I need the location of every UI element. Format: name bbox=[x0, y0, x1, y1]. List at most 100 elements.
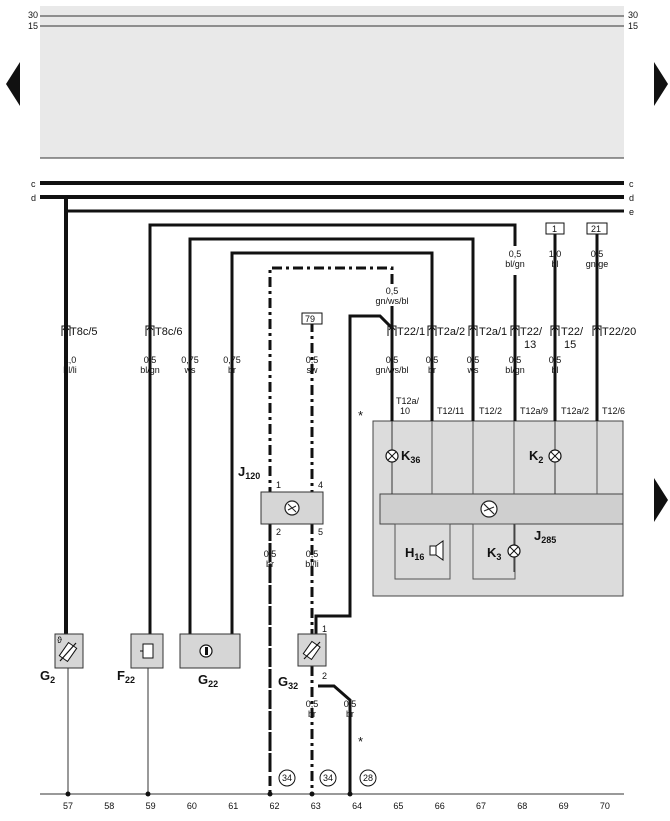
wire-62-size: 0,5 bbox=[264, 549, 277, 559]
ref-box-1[interactable] bbox=[545, 222, 565, 235]
conn-glyph-68 bbox=[510, 325, 520, 336]
track-number: 69 bbox=[559, 801, 569, 811]
conn-t12-2: T12/2 bbox=[479, 406, 502, 416]
ground-ref-28[interactable] bbox=[359, 769, 377, 787]
wire-63-size: 0,5 bbox=[306, 549, 319, 559]
wire-65-top-color: gn/ws/bl bbox=[375, 296, 408, 306]
wire-68-top-color: bl/gn bbox=[505, 259, 525, 269]
wire-57-color: bl/li bbox=[63, 365, 77, 375]
ground-dot-64 bbox=[347, 791, 353, 797]
track-number: 62 bbox=[269, 801, 279, 811]
wire-63-bottom-color: br bbox=[308, 709, 316, 719]
track-number: 57 bbox=[63, 801, 73, 811]
wire-61-color: br bbox=[228, 365, 236, 375]
wire-65-color: gn/ws/bl bbox=[375, 365, 408, 375]
rail-15-label-left: 15 bbox=[28, 21, 38, 31]
rail-15-label-right: 15 bbox=[628, 21, 638, 31]
next-page-arrow[interactable] bbox=[654, 62, 668, 106]
k2-label: K2 bbox=[529, 448, 543, 465]
ground-dot-63 bbox=[309, 791, 315, 797]
wire-61 bbox=[230, 251, 434, 634]
ground-ref-34-b-label: 34 bbox=[323, 773, 333, 783]
rail-d-label-left: d bbox=[31, 193, 36, 203]
h16-horn bbox=[435, 540, 444, 561]
previous-page-arrow[interactable] bbox=[6, 62, 20, 106]
track-number: 60 bbox=[187, 801, 197, 811]
next-page-arrow-lower[interactable] bbox=[654, 478, 668, 522]
ground-ref-34-b[interactable] bbox=[319, 769, 337, 787]
wire-69-top-size: 1,0 bbox=[549, 249, 562, 259]
conn-t2a2: T2a/2 bbox=[437, 326, 465, 338]
j120-pin-5: 5 bbox=[318, 527, 323, 537]
conn-t12-6: T12/6 bbox=[602, 406, 625, 416]
ref-box-79[interactable] bbox=[301, 312, 323, 325]
conn-t22-1: T22/1 bbox=[397, 326, 425, 338]
track-number: 65 bbox=[393, 801, 403, 811]
wire-69-top-color: bl bbox=[551, 259, 558, 269]
g2-temp-icon: ϑ bbox=[57, 635, 62, 645]
wire-63-bottom-size: 0,5 bbox=[306, 699, 319, 709]
conn-t12-11: T12/11 bbox=[437, 406, 464, 416]
ref-box-79-label: 79 bbox=[305, 314, 315, 324]
ground-ref-34-a[interactable] bbox=[278, 769, 296, 787]
wire-67-size: 0,5 bbox=[467, 355, 480, 365]
j120-mark bbox=[287, 505, 297, 511]
wire-70-top-color: gn/ge bbox=[586, 259, 609, 269]
conn-t22-20: T22/20 bbox=[602, 326, 636, 338]
wire-66-color: br bbox=[428, 365, 436, 375]
ground-ref-34-a-label: 34 bbox=[282, 773, 292, 783]
conn-t8c5: T8c/5 bbox=[70, 326, 98, 338]
ground-ref-28-label: 28 bbox=[363, 773, 373, 783]
g32-label: G32 bbox=[278, 674, 298, 691]
wire-62 bbox=[268, 266, 394, 770]
j285-inner-left bbox=[394, 523, 451, 580]
g32-pin-2: 2 bbox=[322, 671, 327, 681]
wire-60-color: ws bbox=[184, 365, 196, 375]
conn-t8c6: T8c/6 bbox=[155, 326, 183, 338]
track-number: 70 bbox=[600, 801, 610, 811]
j285-label: J285 bbox=[534, 528, 556, 545]
ref-box-21[interactable] bbox=[586, 222, 608, 235]
ground-dot-59 bbox=[145, 791, 151, 797]
conn-glyph-69 bbox=[550, 325, 560, 336]
wire-65-top-size: 0,5 bbox=[386, 286, 399, 296]
j120-pin-4: 4 bbox=[318, 480, 323, 490]
j285-gauge-band bbox=[379, 493, 624, 525]
g32-wiper bbox=[303, 641, 321, 660]
conn-glyph-65 bbox=[387, 325, 397, 336]
wire-64-size: 0,5 bbox=[344, 699, 357, 709]
conn-t12a9: T12a/9 bbox=[520, 406, 548, 416]
k36-x2 bbox=[387, 451, 397, 461]
g2-wiper bbox=[59, 642, 77, 662]
conn-glyph-59 bbox=[145, 325, 155, 336]
rail-30-label-right: 30 bbox=[628, 10, 638, 20]
footnote-mark-1: * bbox=[358, 408, 363, 423]
wire-60 bbox=[188, 237, 475, 634]
g22-sender bbox=[179, 633, 241, 669]
g22-icon-core bbox=[205, 647, 208, 655]
conn-t22-15-b: 15 bbox=[564, 339, 576, 351]
wire-61-size: 0,75 bbox=[223, 355, 241, 365]
rail-c-label-left: c bbox=[31, 179, 36, 189]
wire-59-size: 0,5 bbox=[144, 355, 157, 365]
conn-glyph-67 bbox=[468, 325, 478, 336]
wire-64 bbox=[318, 684, 352, 794]
g2-label: G2 bbox=[40, 668, 55, 685]
g22-label: G22 bbox=[198, 672, 218, 689]
k36-label: K36 bbox=[401, 448, 420, 465]
track-number: 68 bbox=[517, 801, 527, 811]
g32-pin-1: 1 bbox=[322, 624, 327, 634]
k3-x2 bbox=[509, 546, 519, 556]
wire-63-top-color: sw bbox=[307, 365, 319, 375]
wire-57-size: 1,0 bbox=[64, 355, 77, 365]
rail-30-label-left: 30 bbox=[28, 10, 38, 20]
ref-box-1-label: 1 bbox=[552, 224, 557, 234]
j120-pin-2: 2 bbox=[276, 527, 281, 537]
track-number: 67 bbox=[476, 801, 486, 811]
conn-glyph-70 bbox=[592, 325, 602, 336]
rail-c-label-right: c bbox=[629, 179, 634, 189]
wire-67-color: ws bbox=[467, 365, 479, 375]
wire-64-color: br bbox=[346, 709, 354, 719]
wire-60-size: 0,75 bbox=[181, 355, 199, 365]
